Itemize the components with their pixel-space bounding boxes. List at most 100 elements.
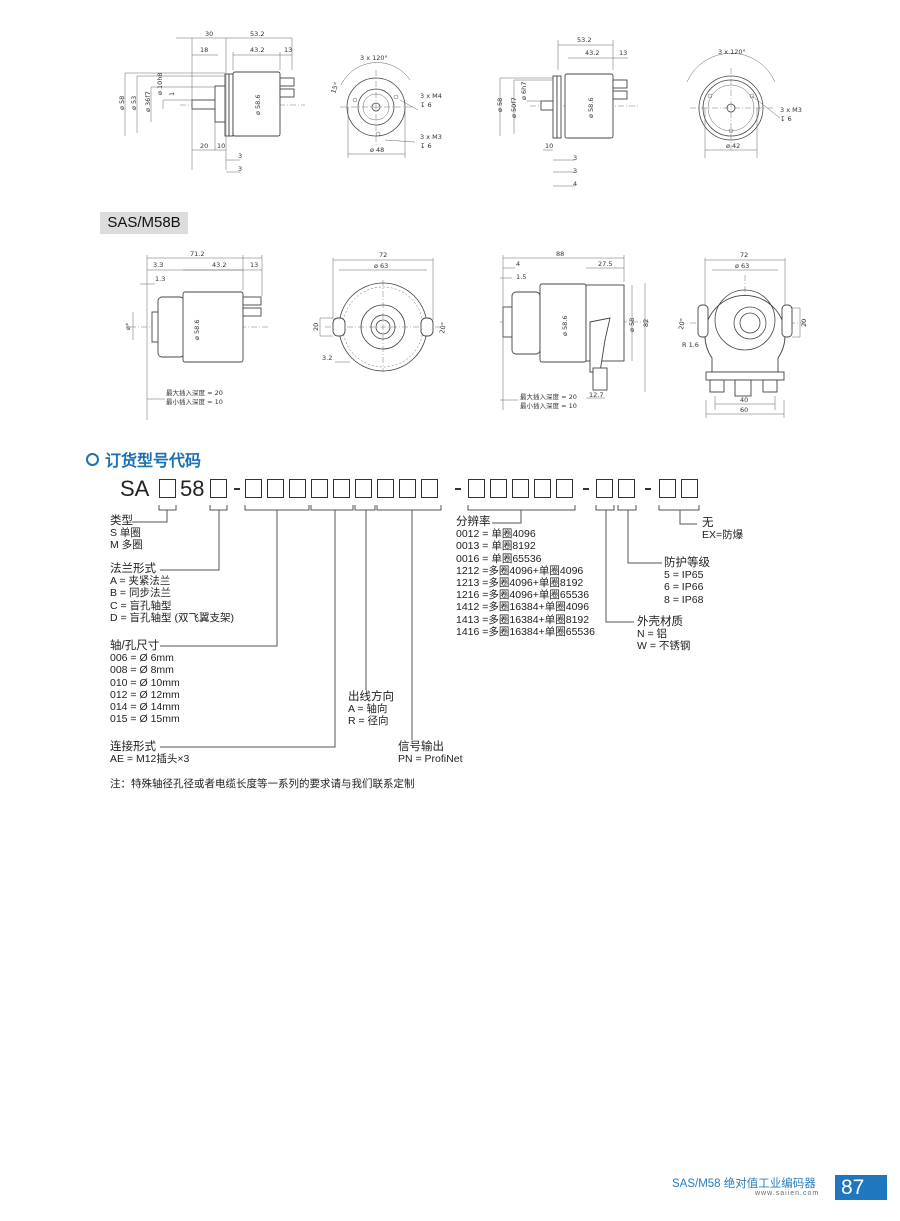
code-box <box>534 479 551 498</box>
drawing-m58b-radial-side: 88 4 27.5 1.5 ø 58.6 ø 58 82 12.7 最大插入深度… <box>500 250 650 410</box>
dimension-label: 72 <box>740 251 748 259</box>
code-box <box>333 479 350 498</box>
dimension-label: ø 58 <box>118 96 126 110</box>
option: 5 = IP65 <box>664 569 704 582</box>
dimension-label: 13 <box>250 261 258 269</box>
code-box <box>618 479 635 498</box>
dimension-label: 最大插入深度 = 20 <box>166 388 223 397</box>
dimension-label: ↧ 6 <box>780 115 792 123</box>
group-title: 分辨率 <box>456 516 491 528</box>
code-box <box>289 479 306 498</box>
page-number: 87 <box>835 1175 887 1200</box>
option: 0013 = 单圈8192 <box>456 540 536 553</box>
code-leader-lines <box>132 505 700 748</box>
drawing-m58b-radial-front: 72 ø 63 20° 20 R 1.6 40 60 <box>677 251 808 418</box>
dimension-label: 15° <box>329 81 340 95</box>
dimension-label: 18 <box>200 46 208 54</box>
dimension-label: 3 x 120° <box>360 54 388 62</box>
dimension-label: 13 <box>619 49 627 57</box>
dimension-label: 3 x M3 <box>780 106 802 114</box>
option: M 多圈 <box>110 539 143 552</box>
dimension-label: 3 <box>238 165 242 173</box>
dimension-label: ø 48 <box>370 146 384 154</box>
dimension-label: ø 58.6 <box>254 94 262 115</box>
dimension-label: ø* <box>124 322 132 330</box>
option: D = 盲孔轴型 (双飞翼支架) <box>110 611 234 624</box>
dimension-label: ø 36f7 <box>144 91 152 112</box>
dimension-label: 最大插入深度 = 20 <box>520 392 577 401</box>
code-box <box>468 479 485 498</box>
dimension-label: 20 <box>312 323 320 331</box>
code-box <box>377 479 394 498</box>
dimension-label: 3.3 <box>153 261 163 269</box>
option: 015 = Ø 15mm <box>110 713 180 726</box>
option: PN = ProfiNet <box>398 753 463 766</box>
code-box <box>267 479 284 498</box>
dimension-label: ø 58 <box>496 98 504 112</box>
option: 008 = Ø 8mm <box>110 664 174 677</box>
code-box <box>355 479 372 498</box>
group-title: 连接形式 <box>110 741 156 753</box>
option: A = 轴向 <box>348 703 388 716</box>
dimension-label: 3 x 120° <box>718 48 746 56</box>
dimension-label: 最小插入深度 = 10 <box>520 401 577 410</box>
dimension-label: ø 58.6 <box>587 97 595 118</box>
dimension-label: 10 <box>545 142 553 150</box>
group-resolution: 分辨率 0012 = 单圈4096 0013 = 单圈8192 0016 = 单… <box>456 516 595 638</box>
group-title: 信号输出 <box>398 741 444 753</box>
dimension-label: ø 42 <box>726 142 740 150</box>
option: B = 同步法兰 <box>110 587 171 600</box>
code-prefix: SA <box>120 476 150 501</box>
group-cable: 出线方向 A = 轴向 R = 径向 <box>348 691 394 728</box>
dimension-label: ø 10h8 <box>156 72 164 95</box>
option: 010 = Ø 10mm <box>110 676 180 689</box>
series-label: SAS/M58B <box>100 212 188 234</box>
dimension-label: 1.5 <box>516 273 526 281</box>
dimension-label: 4 <box>573 180 577 188</box>
option: R = 径向 <box>348 715 389 728</box>
dimension-label: ø 63 <box>735 262 749 270</box>
drawing-clamp-flange-front: 3 x 120° 15° 3 x M4 ↧ 6 3 x M3 ↧ 6 ø 48 <box>329 54 442 158</box>
technical-drawings: 30 53.2 18 43.2 13 ø 58 ø 53 ø 36f7 ø 10… <box>118 30 808 420</box>
option: 1412 =多圈16384+单圈4096 <box>456 601 590 614</box>
dimension-label: 40 <box>740 396 748 404</box>
group-protection: 防护等级 5 = IP65 6 = IP66 8 = IP68 <box>664 557 710 606</box>
dimension-label: 82 <box>642 319 650 327</box>
code-dash <box>645 488 651 490</box>
group-title: 外壳材质 <box>637 616 683 628</box>
option: AE = M12插头×3 <box>110 753 190 766</box>
dimension-label: 20 <box>200 142 208 150</box>
dimension-label: 3 x M3 <box>420 133 442 141</box>
dimension-label: 3.2 <box>322 354 332 362</box>
group-shaft: 轴/孔尺寸 006 = Ø 6mm 008 = Ø 8mm 010 = Ø 10… <box>110 640 180 725</box>
dimension-label: ø 6h7 <box>520 82 528 100</box>
dimension-label: 43.2 <box>250 46 264 54</box>
group-title: 无 <box>702 517 714 529</box>
dimension-label: 53.2 <box>577 36 591 44</box>
dimension-label: 27.5 <box>598 260 612 268</box>
option: 1216 =多圈4096+单圈65536 <box>456 589 590 602</box>
dimension-label: 88 <box>556 250 564 258</box>
code-box <box>421 479 438 498</box>
group-title: 轴/孔尺寸 <box>110 640 160 652</box>
dimension-label: 12.7 <box>589 391 603 399</box>
option: EX=防爆 <box>702 529 744 542</box>
option: 0012 = 单圈4096 <box>456 528 536 541</box>
code-dash <box>234 488 240 490</box>
code-box <box>311 479 328 498</box>
code-box <box>159 479 176 498</box>
dimension-label: 1.3 <box>155 275 165 283</box>
dimension-label: R 1.6 <box>682 341 699 349</box>
option: 014 = Ø 14mm <box>110 701 180 714</box>
dimension-label: 最小插入深度 = 10 <box>166 397 223 406</box>
footer-title: SAS/M58 绝对值工业编码器 <box>672 1178 816 1190</box>
dimension-label: 4 <box>516 260 520 268</box>
code-box <box>490 479 507 498</box>
group-explosion: 无 EX=防爆 <box>702 517 743 541</box>
code-box <box>556 479 573 498</box>
option: 1212 =多圈4096+单圈4096 <box>456 564 584 577</box>
dimension-label: ø 53 <box>130 96 138 110</box>
group-title: 法兰形式 <box>110 563 156 575</box>
code-box <box>681 479 698 498</box>
code-box <box>512 479 529 498</box>
